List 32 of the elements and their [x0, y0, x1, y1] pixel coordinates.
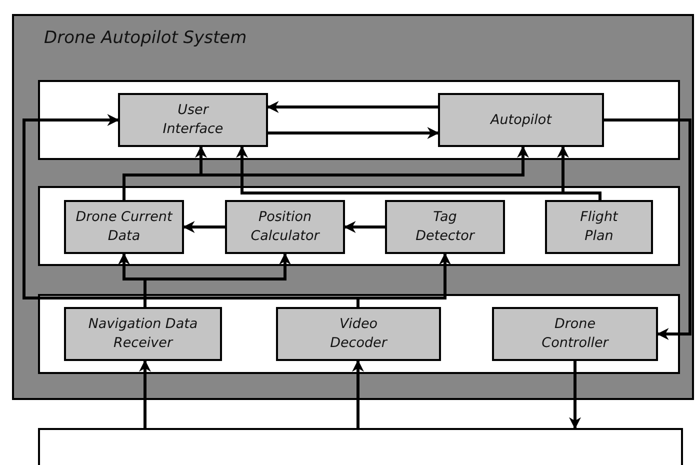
module-label: Tag Detector — [414, 208, 476, 246]
device-box — [38, 428, 683, 465]
module-box — [64, 200, 184, 254]
arrow — [182, 221, 225, 233]
group-band — [38, 80, 680, 160]
module-label: Drone Current Data — [74, 208, 174, 246]
module-box — [118, 93, 268, 147]
module-box — [225, 200, 345, 254]
module-box — [492, 307, 658, 361]
module-label: Flight Plan — [579, 208, 620, 246]
arrow — [569, 361, 581, 430]
module-label: Navigation Data Receiver — [87, 315, 199, 353]
module-box — [385, 200, 505, 254]
arrow — [344, 221, 385, 233]
system-title: Drone Autopilot System — [44, 28, 247, 48]
arrow — [268, 127, 440, 139]
module-label: Position Calculator — [250, 208, 321, 246]
arrow — [604, 118, 692, 340]
module-label: User Interface — [162, 101, 224, 139]
module-label: Drone Controller — [540, 315, 610, 353]
module-box — [276, 307, 441, 361]
module-box — [545, 200, 653, 254]
module-label: Video Decoder — [329, 315, 388, 353]
module-box — [438, 93, 604, 147]
system-panel — [12, 14, 694, 400]
module-label: Autopilot — [490, 110, 552, 130]
arrow — [139, 360, 151, 428]
module-box — [64, 307, 222, 361]
arrow — [352, 360, 364, 428]
arrow — [266, 101, 438, 113]
group-band — [38, 186, 680, 266]
group-band — [38, 294, 680, 374]
